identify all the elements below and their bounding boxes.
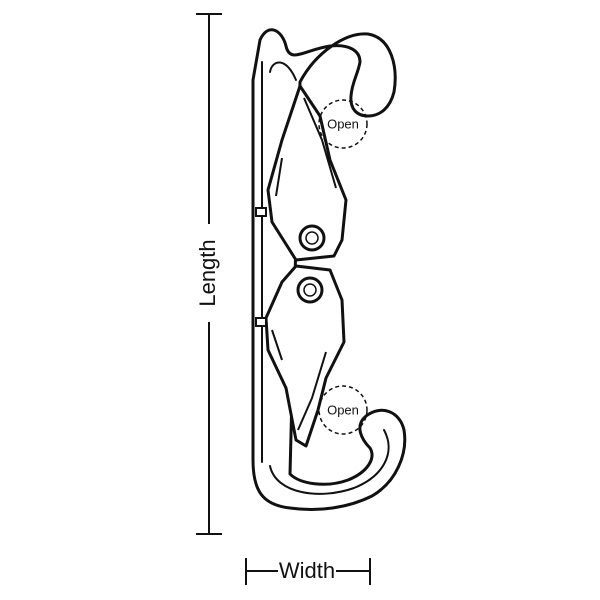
open-label-bottom: Open — [327, 402, 359, 417]
upper-spring-gate — [266, 84, 348, 262]
width-label: Width — [279, 558, 335, 583]
rivet-icon — [296, 224, 326, 304]
open-indicator-top — [318, 99, 368, 149]
length-label: Length — [195, 239, 220, 306]
width-dimension — [245, 558, 371, 585]
length-dimension — [196, 13, 222, 535]
pivot-studs — [255, 207, 267, 327]
open-indicator-bottom — [318, 385, 368, 435]
open-label-top: Open — [327, 116, 359, 131]
